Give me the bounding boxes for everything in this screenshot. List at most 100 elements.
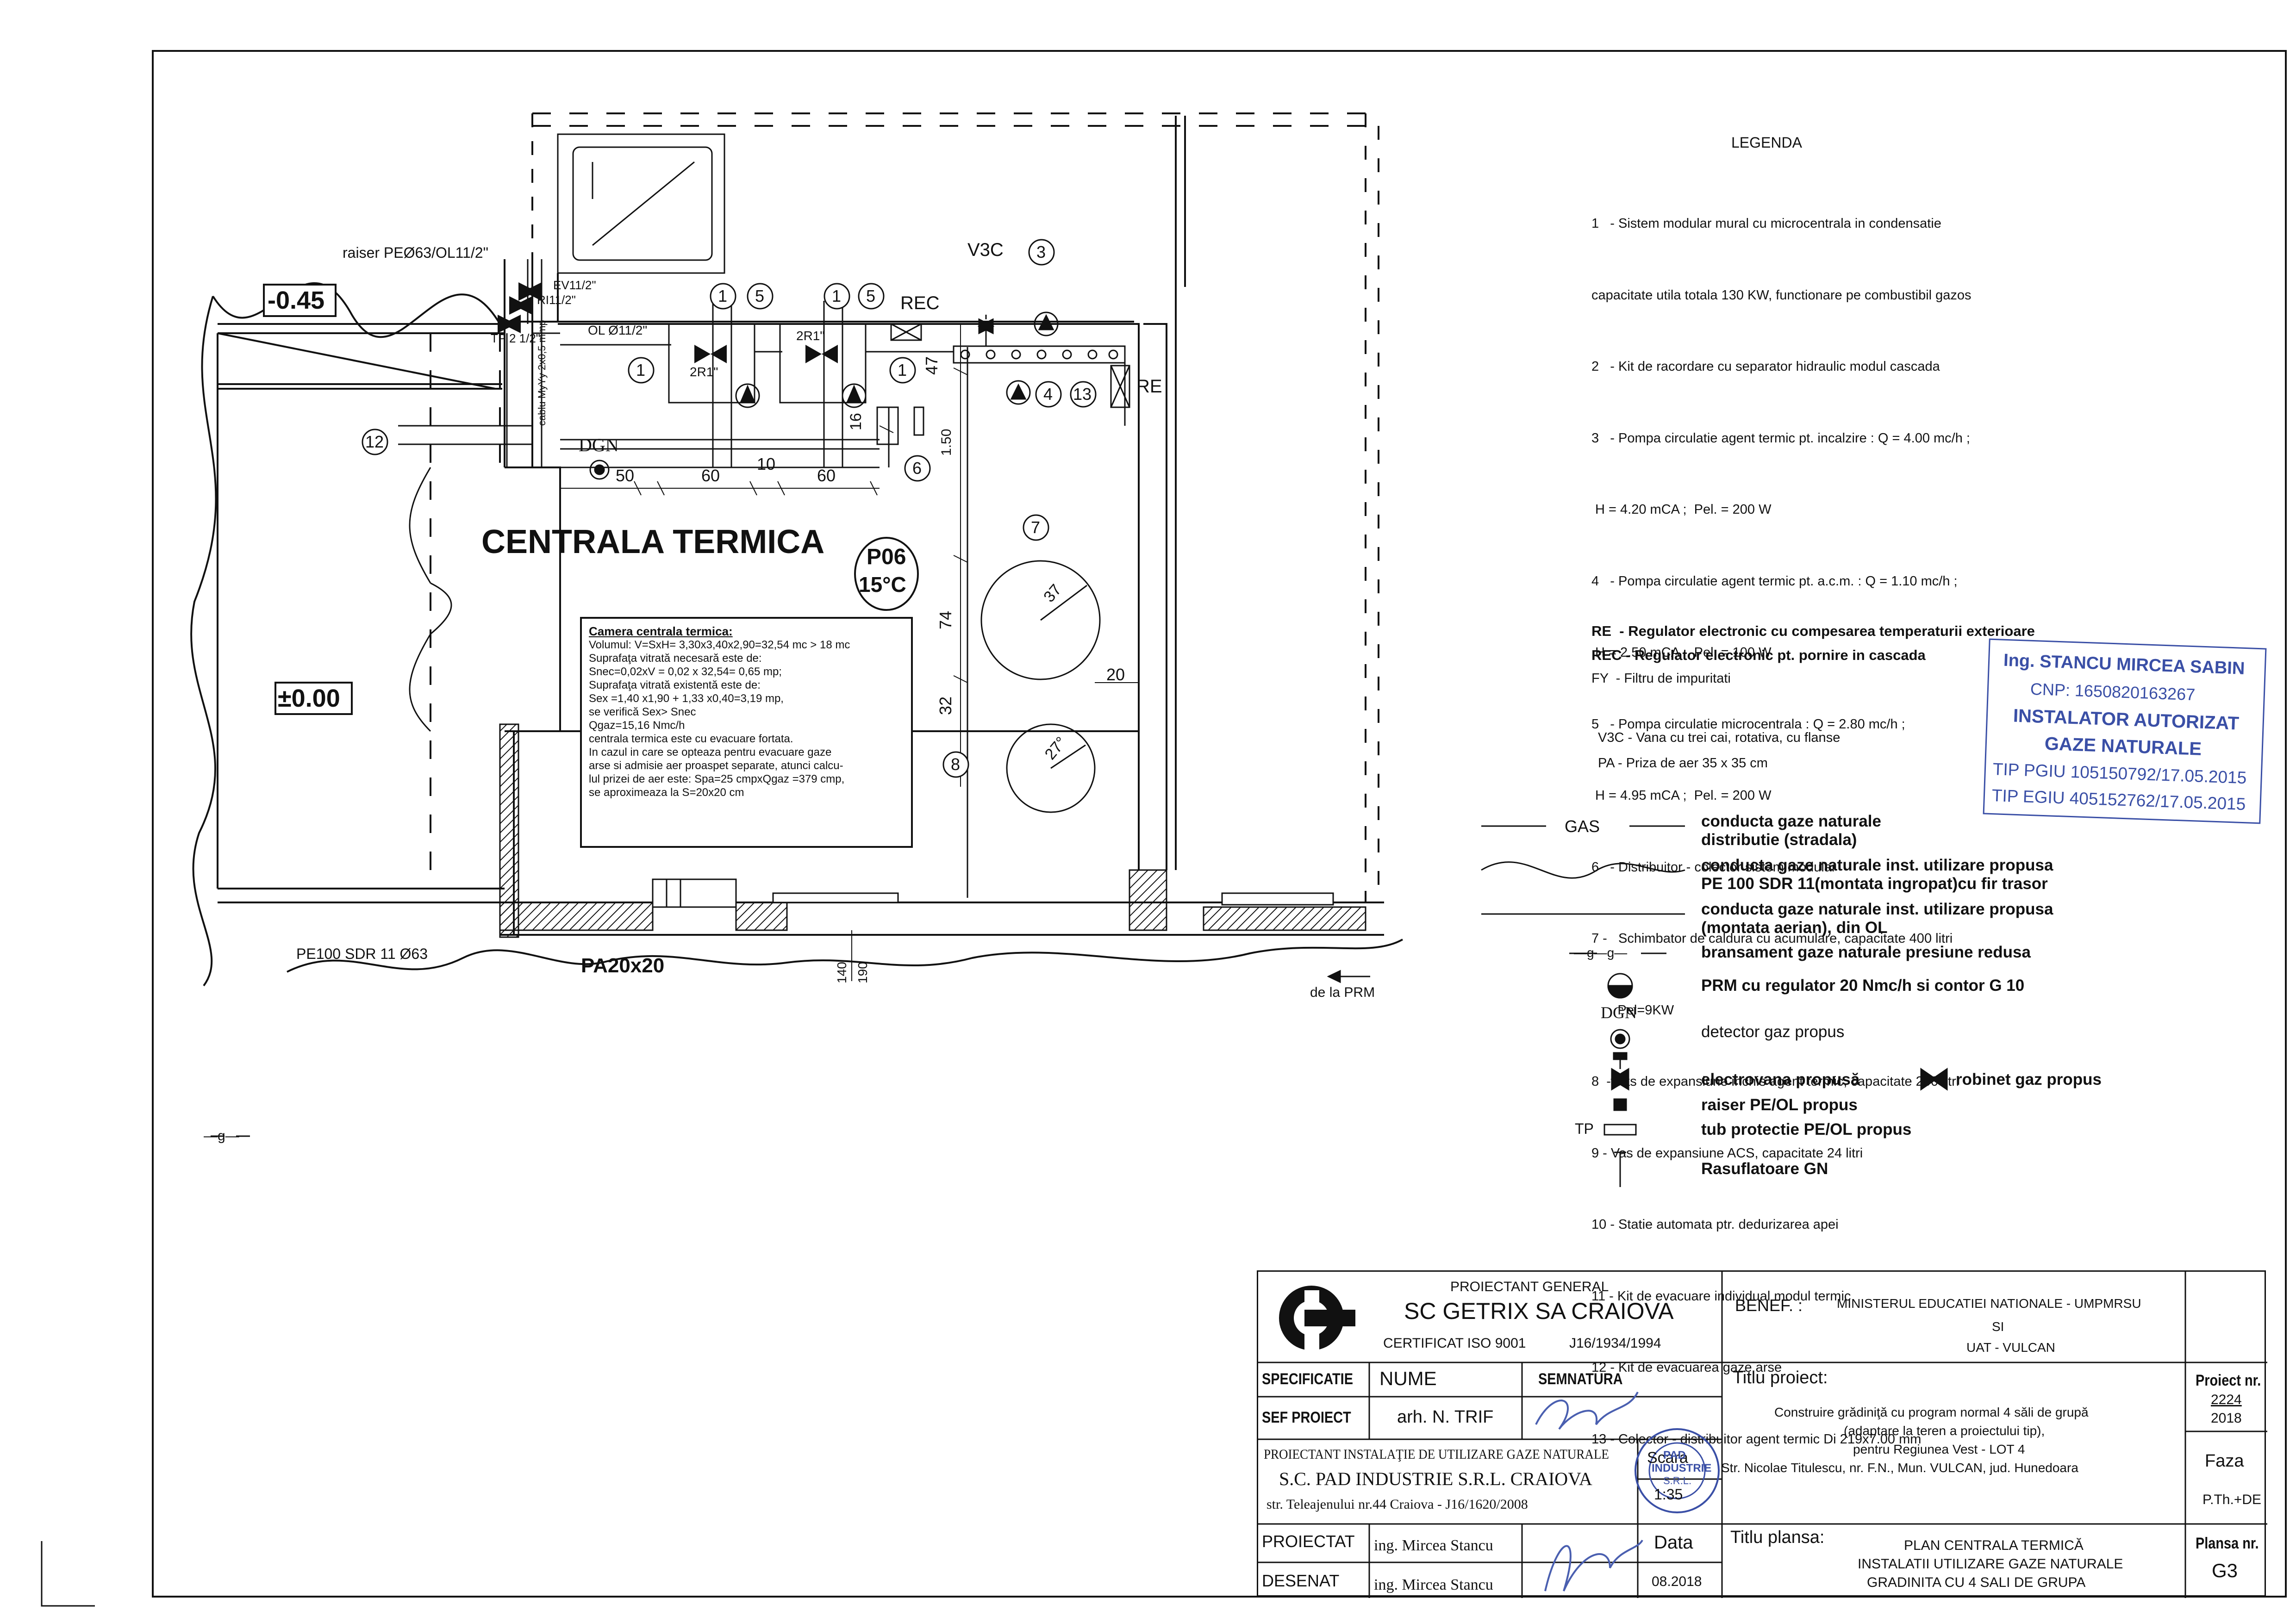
legend-item: 3 - Pompa circulatie agent termic pt. in…: [1591, 430, 1970, 446]
tb-semnatura: SEMNATURA: [1538, 1370, 1623, 1388]
legend-item: 4 - Pompa circulatie agent termic pt. a.…: [1591, 573, 1958, 589]
tb-plansa-title-1: PLAN CENTRALA TERMICĂ: [1904, 1538, 2084, 1553]
tb-stamp-pad-3: S.R.L.: [1663, 1475, 1692, 1486]
boiler-modules: [560, 301, 954, 468]
callout-4: 4: [1043, 385, 1053, 404]
legend-list: 1 - Sistem modular mural cu microcentral…: [1591, 164, 1972, 1475]
tank-8: [1006, 723, 1096, 813]
dim-190: 190: [855, 962, 870, 983]
ol-label: OL Ø11/2": [588, 323, 648, 337]
room-tag-oval: [854, 537, 919, 611]
prm-arrow: [1327, 970, 1370, 983]
tb-project-title-3: pentru Regiunea Vest - LOT 4: [1853, 1442, 2025, 1456]
sym-ol-line: conducta gaze naturale inst. utilizare p…: [1701, 900, 2053, 937]
legend-item: 8 - Vas de expansiune inchis agent termi…: [1591, 1074, 1959, 1089]
tb-faza-val: P.Th.+DE: [2202, 1492, 2262, 1507]
room-note-line: se aproximeaza la S=20x20 cm: [589, 786, 744, 799]
title-block: PROIECTANT GENERAL SC GETRIX SA CRAIOVA …: [1257, 1270, 2267, 1598]
room-note: Camera centrala termica: Volumul: V=SxH=…: [589, 625, 908, 799]
legend-item: H = 2.50 mCA ; Pel. = 100 W: [1591, 645, 1772, 660]
dim-50: 50: [616, 466, 635, 485]
storage-tanks: [980, 560, 1101, 813]
tb-plansa-title-3: GRADINITA CU 4 SALI DE GRUPA: [1867, 1575, 2086, 1590]
room-note-line: lul prizei de aer este: Spa=25 cmpxQgaz …: [589, 773, 845, 785]
tb-benef-3: UAT - VULCAN: [1966, 1340, 2055, 1355]
sym-pe-line-1: conducta gaze naturale inst. utilizare p…: [1701, 856, 2053, 874]
hatched-walls: [499, 723, 1366, 938]
tb-titlu-plansa: Titlu plansa:: [1730, 1528, 1825, 1547]
dim-150: 1.50: [939, 429, 954, 456]
callout-5b: 5: [866, 286, 876, 305]
stamp-tp-2: TIP EGIU 405152762/17.05.2015: [1991, 786, 2246, 814]
stamp-name: Ing. STANCU MIRCEA SABIN: [2003, 650, 2246, 678]
room-temperature: 15°C: [859, 572, 906, 597]
legend-pa: PA - Priza de aer 35 x 35 cm: [1598, 756, 1768, 771]
sym-tp-tag: TP: [1575, 1120, 1594, 1137]
sym-tub: tub protectie PE/OL propus: [1701, 1120, 1912, 1138]
tb-pad-3: str. Teleajenului nr.44 Craiova - J16/16…: [1267, 1497, 1528, 1512]
callout-7: 7: [1031, 518, 1041, 537]
tb-project-title-4: Str. Nicolae Titulescu, nr. F.N., Mun. V…: [1721, 1461, 2078, 1475]
legend-symbols: [211, 825, 1948, 1187]
tb-desenat-name: ing. Mircea Stancu: [1374, 1576, 1493, 1593]
module-valves: [694, 345, 838, 363]
v3c-label: V3C: [967, 240, 1004, 260]
signature-proiectat: [1544, 1539, 1643, 1592]
collector: [953, 324, 1126, 898]
riser-valves: [498, 282, 542, 333]
tb-pad-1: PROIECTANT INSTALAŢIE DE UTILIZARE GAZE …: [1264, 1447, 1609, 1462]
rec-label: REC: [900, 293, 940, 313]
left-structure: [217, 323, 505, 903]
r2-label-a: 2R1": [690, 365, 718, 379]
tb-titlu-proiect: Titlu proiect:: [1733, 1368, 1828, 1387]
tb-stamp-pad-1: PAD: [1663, 1449, 1686, 1461]
legend-re: RE - Regulator electronic cu compesarea …: [1591, 623, 2035, 639]
dimension-lines: [560, 324, 1139, 787]
tb-sef-proiect: SEF PROIECT: [1262, 1409, 1351, 1426]
room-note-line: centrala termica este cu evacuare fortat…: [589, 733, 793, 745]
dgn-detector: [589, 460, 610, 480]
room-note-line: Suprafaţa vitrată necesară este de:: [589, 652, 762, 665]
callout-8: 8: [951, 755, 961, 774]
callout-1b: 1: [898, 361, 907, 379]
legend-fy: FY - Filtru de impuritati: [1591, 671, 1731, 686]
tb-proiect-nr: Proiect nr.: [2196, 1372, 2261, 1389]
dim-47: 47: [922, 356, 941, 375]
pad-stamp: [1635, 1428, 1720, 1513]
tb-company: SC GETRIX SA CRAIOVA: [1404, 1298, 1674, 1324]
tb-proiectat: PROIECTAT: [1262, 1532, 1355, 1551]
room-note-line: Snec=0,02xV = 0,02 x 32,54= 0,65 mp;: [589, 665, 782, 678]
tb-scara: Scara: [1647, 1449, 1688, 1467]
raiser-label: raiser PEØ63/OL11/2": [343, 244, 488, 261]
room-note-title: Camera centrala termica:: [589, 624, 733, 638]
g-line-label: —g—: [204, 1128, 239, 1144]
legend-item: H = 4.20 mCA ; Pel. = 200 W: [1591, 502, 1772, 517]
tp-label: TP 2 1/2": [491, 331, 541, 345]
callout-16: 16: [847, 413, 865, 430]
door-swings: [409, 467, 452, 732]
sym-detector: detector gaz propus: [1701, 1023, 1845, 1041]
dim-32: 32: [936, 696, 955, 715]
pe-pipe-label: PE100 SDR 11 Ø63: [296, 945, 428, 962]
pa-label: PA20x20: [581, 954, 665, 977]
re-label: RE: [1136, 376, 1162, 397]
tb-benef-2: SI: [1992, 1319, 2004, 1334]
stamp-role-2: GAZE NATURALE: [2044, 733, 2202, 759]
ri-label: RI11/2": [537, 293, 576, 307]
room-note-line: Volumul: V=SxH= 3,30x3,40x2,90=32,54 mc …: [589, 639, 850, 651]
sym-gas-line-1: conducta gaze naturale: [1701, 812, 1881, 830]
tb-project-title-2: (adaptare la teren a proiectului tip),: [1844, 1424, 2045, 1438]
r2-label-b: 2R1": [796, 329, 825, 343]
sym-gas-line-2: distributie (stradala): [1701, 831, 1857, 849]
sym-robinet: robinet gaz propus: [1956, 1070, 2102, 1088]
dim-60-a: 60: [701, 466, 720, 485]
callout-1: 1: [636, 361, 646, 379]
tb-faza: Faza: [2205, 1451, 2244, 1471]
sym-dgn-tag: DGN: [1601, 1003, 1637, 1022]
legend-item: 10 - Statie automata ptr. dedurizarea ap…: [1591, 1217, 1839, 1232]
dgn-label: DGN: [579, 435, 619, 455]
tb-benef-1: MINISTERUL EDUCATIEI NATIONALE - UMPMRSU: [1837, 1296, 2141, 1311]
installer-stamp: Ing. STANCU MIRCEA SABIN CNP: 1650820163…: [1983, 638, 2267, 824]
room-note-line: Qgaz=15,16 Nmc/h: [589, 719, 685, 732]
callout-12: 12: [365, 432, 384, 451]
